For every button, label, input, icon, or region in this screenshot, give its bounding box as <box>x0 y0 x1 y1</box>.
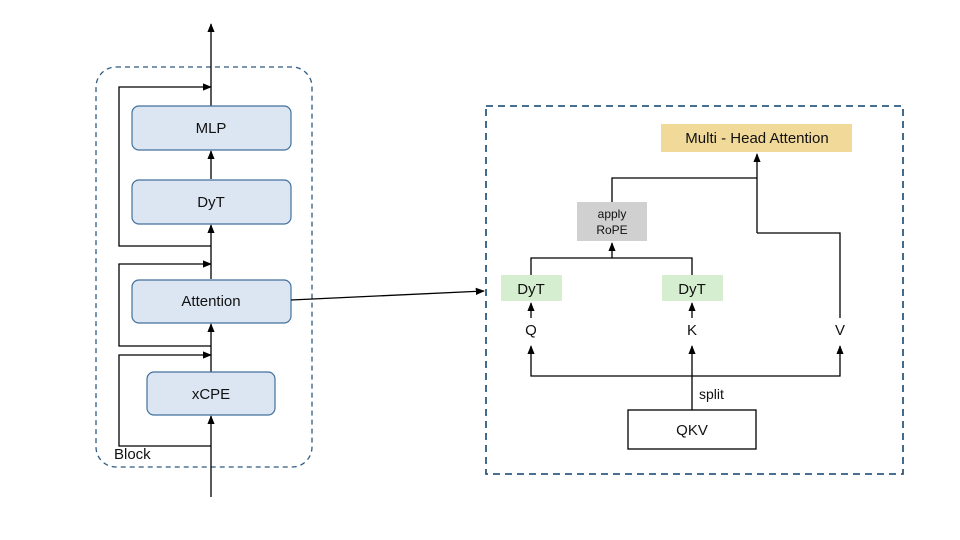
block-label: Block <box>114 446 151 463</box>
dyt-q-node: DyT <box>501 275 562 301</box>
dyt-k-node: DyT <box>662 275 723 301</box>
v-label: V <box>835 322 845 339</box>
attention-label: Attention <box>181 293 240 310</box>
dyt-q-label: DyT <box>517 281 545 298</box>
attention-node: Attention <box>131 279 292 324</box>
split-label: split <box>699 386 724 402</box>
dyt-k-label: DyT <box>678 281 706 298</box>
mlp-node: MLP <box>131 105 292 151</box>
dyt-node: DyT <box>131 179 292 225</box>
rope-label-line2: RoPE <box>596 223 627 237</box>
qkv-label: QKV <box>676 422 708 439</box>
mha-label: Multi - Head Attention <box>685 130 828 147</box>
attention-detail-container <box>485 105 904 475</box>
residual-connections <box>118 83 212 447</box>
dyt-label: DyT <box>197 194 225 211</box>
mha-node: Multi - Head Attention <box>661 124 852 152</box>
xcpe-node: xCPE <box>146 371 276 416</box>
attention-detail-arrows <box>527 153 844 410</box>
rope-node: apply RoPE <box>577 202 647 241</box>
q-label: Q <box>525 322 537 339</box>
qkv-node: QKV <box>627 409 757 450</box>
xcpe-label: xCPE <box>192 386 230 403</box>
attention-detail-connector <box>290 287 485 301</box>
rope-label-line1: apply <box>598 207 627 221</box>
block-container <box>95 66 313 468</box>
mlp-label: MLP <box>196 120 227 137</box>
k-label: K <box>687 322 697 339</box>
